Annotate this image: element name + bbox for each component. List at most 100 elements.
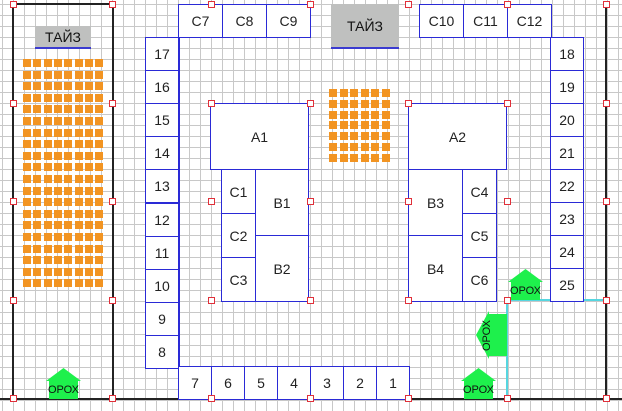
- seat[interactable]: [33, 70, 42, 79]
- seat[interactable]: [84, 163, 93, 172]
- stage-center[interactable]: ТАЙЗ: [331, 4, 399, 49]
- resize-handle[interactable]: [306, 394, 314, 402]
- seat[interactable]: [33, 59, 42, 67]
- seat[interactable]: [371, 121, 379, 130]
- seat[interactable]: [33, 93, 42, 102]
- seat[interactable]: [350, 132, 358, 141]
- booth-15[interactable]: 15: [145, 103, 179, 138]
- seat[interactable]: [74, 233, 83, 241]
- seat[interactable]: [33, 233, 42, 241]
- stage-left[interactable]: ТАЙЗ: [35, 26, 91, 49]
- seat[interactable]: [381, 110, 390, 119]
- seat[interactable]: [33, 175, 42, 183]
- seat[interactable]: [64, 233, 73, 241]
- seat[interactable]: [84, 279, 93, 288]
- seat[interactable]: [95, 186, 104, 195]
- seat[interactable]: [339, 143, 348, 151]
- booth-c7[interactable]: C7: [178, 4, 223, 38]
- resize-handle[interactable]: [9, 394, 17, 402]
- seat[interactable]: [43, 221, 52, 230]
- seat[interactable]: [53, 82, 62, 91]
- booth-12[interactable]: 12: [145, 202, 179, 237]
- seat[interactable]: [23, 151, 31, 160]
- seat[interactable]: [43, 233, 52, 241]
- seat[interactable]: [64, 244, 73, 253]
- resize-handle[interactable]: [503, 99, 511, 107]
- seat[interactable]: [64, 105, 73, 114]
- seat[interactable]: [381, 132, 390, 141]
- seat[interactable]: [84, 221, 93, 230]
- seat[interactable]: [23, 175, 31, 183]
- seat[interactable]: [23, 105, 31, 114]
- resize-handle[interactable]: [503, 394, 511, 402]
- seat[interactable]: [360, 99, 369, 108]
- seat[interactable]: [33, 186, 42, 195]
- resize-handle[interactable]: [9, 197, 17, 205]
- seat[interactable]: [371, 143, 379, 151]
- seat[interactable]: [329, 143, 337, 151]
- resize-handle[interactable]: [306, 0, 314, 8]
- booth-c12[interactable]: C12: [507, 4, 552, 38]
- resize-handle[interactable]: [207, 197, 215, 205]
- seat[interactable]: [43, 140, 52, 149]
- seat[interactable]: [74, 186, 83, 195]
- booth-20[interactable]: 20: [550, 103, 584, 137]
- booth-a2[interactable]: A2: [408, 103, 507, 170]
- resize-handle[interactable]: [404, 99, 412, 107]
- seat[interactable]: [64, 279, 73, 288]
- seat[interactable]: [84, 93, 93, 102]
- seat[interactable]: [33, 279, 42, 288]
- seat[interactable]: [43, 209, 52, 218]
- seat[interactable]: [33, 256, 42, 265]
- resize-handle[interactable]: [602, 197, 610, 205]
- seat[interactable]: [64, 128, 73, 137]
- seat[interactable]: [84, 151, 93, 160]
- booth-2[interactable]: 2: [343, 366, 377, 400]
- seat[interactable]: [23, 221, 31, 230]
- seat[interactable]: [74, 151, 83, 160]
- booth-5[interactable]: 5: [244, 366, 278, 400]
- seat[interactable]: [95, 70, 104, 79]
- seat[interactable]: [95, 175, 104, 183]
- seat[interactable]: [84, 140, 93, 149]
- seat[interactable]: [53, 105, 62, 114]
- seat[interactable]: [84, 82, 93, 91]
- resize-handle[interactable]: [207, 99, 215, 107]
- seat[interactable]: [95, 105, 104, 114]
- seat[interactable]: [350, 121, 358, 130]
- seat[interactable]: [43, 198, 52, 207]
- seat[interactable]: [53, 209, 62, 218]
- resize-handle[interactable]: [207, 394, 215, 402]
- seat[interactable]: [381, 143, 390, 151]
- resize-handle[interactable]: [404, 197, 412, 205]
- seat[interactable]: [95, 59, 104, 67]
- seat[interactable]: [74, 279, 83, 288]
- booth-18[interactable]: 18: [550, 37, 584, 71]
- seat[interactable]: [95, 209, 104, 218]
- seat[interactable]: [23, 82, 31, 91]
- seat[interactable]: [53, 186, 62, 195]
- seat[interactable]: [360, 121, 369, 130]
- seat[interactable]: [53, 244, 62, 253]
- booth-c5[interactable]: C5: [462, 213, 497, 258]
- seat[interactable]: [329, 132, 337, 141]
- seat[interactable]: [64, 209, 73, 218]
- seat[interactable]: [53, 93, 62, 102]
- resize-handle[interactable]: [9, 296, 17, 304]
- seat[interactable]: [95, 244, 104, 253]
- seat[interactable]: [33, 244, 42, 253]
- seat[interactable]: [64, 256, 73, 265]
- seat[interactable]: [95, 198, 104, 207]
- seat[interactable]: [339, 110, 348, 119]
- seat[interactable]: [74, 140, 83, 149]
- booth-24[interactable]: 24: [550, 235, 584, 269]
- resize-handle[interactable]: [207, 296, 215, 304]
- booth-23[interactable]: 23: [550, 202, 584, 236]
- booth-17[interactable]: 17: [145, 37, 179, 71]
- seat[interactable]: [64, 267, 73, 276]
- booth-b4[interactable]: B4: [408, 235, 463, 302]
- seat[interactable]: [339, 132, 348, 141]
- seat[interactable]: [84, 256, 93, 265]
- booth-8[interactable]: 8: [145, 334, 179, 369]
- booth-25[interactable]: 25: [550, 268, 584, 302]
